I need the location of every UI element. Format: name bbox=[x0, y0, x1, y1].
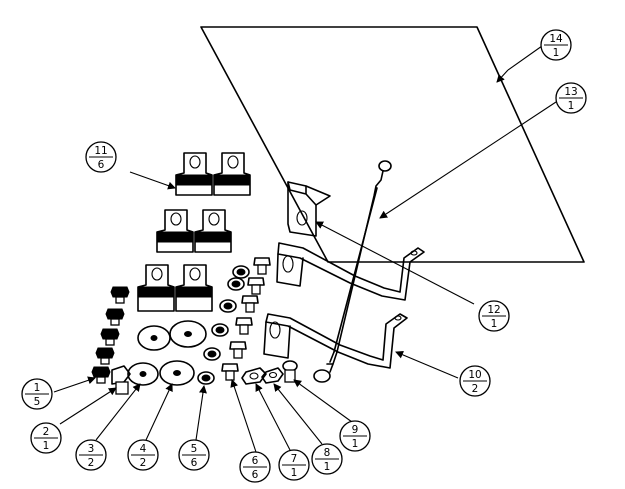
callout-9-qty: 1 bbox=[352, 438, 359, 450]
leader-14 bbox=[507, 45, 543, 71]
leader-13 bbox=[379, 101, 557, 219]
callout-2: 2 1 bbox=[30, 422, 62, 454]
callout-5: 5 6 bbox=[178, 439, 210, 471]
callout-4-qty: 2 bbox=[140, 457, 147, 469]
leader-4 bbox=[145, 383, 173, 441]
callout-4: 4 2 bbox=[127, 439, 159, 471]
leader-2 bbox=[59, 387, 117, 425]
leader-8 bbox=[273, 383, 323, 445]
callout-5-item: 5 bbox=[191, 443, 198, 455]
leader-lines bbox=[53, 45, 557, 453]
part-12-bracket bbox=[287, 181, 331, 237]
leader-10 bbox=[395, 351, 459, 379]
callout-1: 1 5 bbox=[21, 378, 53, 410]
part-1-screw-group bbox=[91, 286, 130, 384]
callout-5-qty: 6 bbox=[191, 457, 198, 469]
callout-10-item: 10 bbox=[468, 369, 481, 381]
part-6-bolt-group bbox=[221, 257, 271, 381]
part-10-bracket-lower bbox=[263, 313, 408, 369]
callout-8-qty: 1 bbox=[324, 461, 331, 473]
callout-7-item: 7 bbox=[291, 453, 298, 465]
callout-11-item: 11 bbox=[94, 145, 107, 157]
callout-14-item: 14 bbox=[549, 33, 563, 45]
part-13-ground-strap bbox=[313, 160, 392, 383]
part-7-nut bbox=[241, 367, 267, 385]
callout-11-qty: 6 bbox=[98, 159, 105, 171]
leader-11 bbox=[129, 171, 176, 190]
part-10-bracket-upper bbox=[276, 242, 425, 301]
callout-12-item: 12 bbox=[487, 304, 500, 316]
part-11-clip-group bbox=[137, 152, 251, 312]
leader-14-tip bbox=[496, 69, 509, 83]
part-2-bolt bbox=[111, 365, 131, 395]
part-4-large-washer-group bbox=[159, 320, 207, 386]
part-5-nut-group bbox=[197, 265, 250, 385]
part-8-nut bbox=[261, 367, 284, 384]
callout-13-qty: 1 bbox=[568, 100, 575, 112]
callout-12: 12 1 bbox=[478, 300, 510, 332]
callout-10-qty: 2 bbox=[472, 383, 479, 395]
leader-1 bbox=[53, 376, 96, 393]
callout-7-qty: 1 bbox=[291, 467, 298, 479]
callout-6: 6 6 bbox=[239, 451, 271, 483]
callout-2-qty: 1 bbox=[43, 440, 50, 452]
callout-8: 8 1 bbox=[311, 443, 343, 475]
leader-9 bbox=[293, 379, 353, 423]
part-14-plate bbox=[200, 26, 585, 263]
callout-14: 14 1 bbox=[540, 29, 572, 61]
callout-3: 3 2 bbox=[75, 439, 107, 471]
callout-9: 9 1 bbox=[339, 420, 371, 452]
callout-12-qty: 1 bbox=[491, 318, 498, 330]
callout-1-qty: 5 bbox=[34, 396, 41, 408]
leader-5 bbox=[195, 385, 207, 441]
leader-6 bbox=[230, 379, 257, 453]
callout-1-item: 1 bbox=[34, 382, 41, 394]
callout-3-item: 3 bbox=[88, 443, 95, 455]
callout-7: 7 1 bbox=[278, 449, 310, 481]
callout-3-qty: 2 bbox=[88, 457, 95, 469]
callout-13: 13 1 bbox=[555, 82, 587, 114]
callout-8-item: 8 bbox=[324, 447, 331, 459]
leader-12 bbox=[315, 221, 475, 305]
part-3-washer-group bbox=[127, 325, 171, 386]
leader-7 bbox=[255, 383, 291, 451]
callout-6-item: 6 bbox=[252, 455, 259, 467]
callout-11: 11 6 bbox=[85, 141, 117, 173]
callout-10: 10 2 bbox=[459, 365, 491, 397]
callout-13-item: 13 bbox=[564, 86, 577, 98]
callout-2-item: 2 bbox=[43, 426, 50, 438]
callout-4-item: 4 bbox=[140, 443, 147, 455]
callout-9-item: 9 bbox=[352, 424, 359, 436]
callout-6-qty: 6 bbox=[252, 469, 259, 481]
leader-3 bbox=[95, 383, 141, 441]
part-9-bolt bbox=[282, 360, 298, 383]
callout-14-qty: 1 bbox=[553, 47, 560, 59]
